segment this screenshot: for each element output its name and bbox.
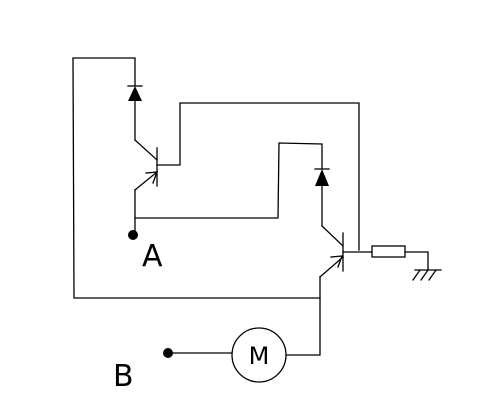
wire-t1-base-to-right-node (156, 102, 360, 251)
transistor-t1 (134, 139, 158, 191)
motor-label: M (249, 342, 270, 370)
terminal-a-label: A (142, 239, 163, 274)
terminal-b-label: B (113, 359, 134, 394)
ground-symbol (412, 269, 442, 281)
diode-2 (314, 168, 330, 186)
t1-emitter-lead (134, 171, 158, 191)
wire-t2-emitter-to-motor (285, 276, 321, 356)
diode-2-triangle (315, 169, 329, 186)
t2-emitter-lead (319, 256, 344, 278)
ground-hatch-3 (428, 269, 437, 281)
wire-outer-left-loop (72, 57, 321, 299)
transistor-t2 (319, 225, 344, 278)
ground-hatch-2 (420, 269, 429, 281)
resistor (371, 245, 406, 258)
diode-1-triangle (128, 86, 142, 101)
terminal-b-dot (163, 348, 173, 358)
wire-resistor-to-ground (404, 251, 429, 271)
t2-collector-lead (321, 225, 344, 247)
diode-1 (127, 85, 143, 101)
terminal-a-dot (128, 230, 138, 240)
t2-emitter-arrow (330, 255, 343, 268)
motor-circle (231, 327, 287, 383)
wire-t1-emitter-to-diode2 (134, 142, 323, 219)
t1-emitter-arrow (145, 171, 158, 184)
ground-hatch-1 (412, 269, 421, 281)
t1-collector-lead (134, 139, 158, 161)
